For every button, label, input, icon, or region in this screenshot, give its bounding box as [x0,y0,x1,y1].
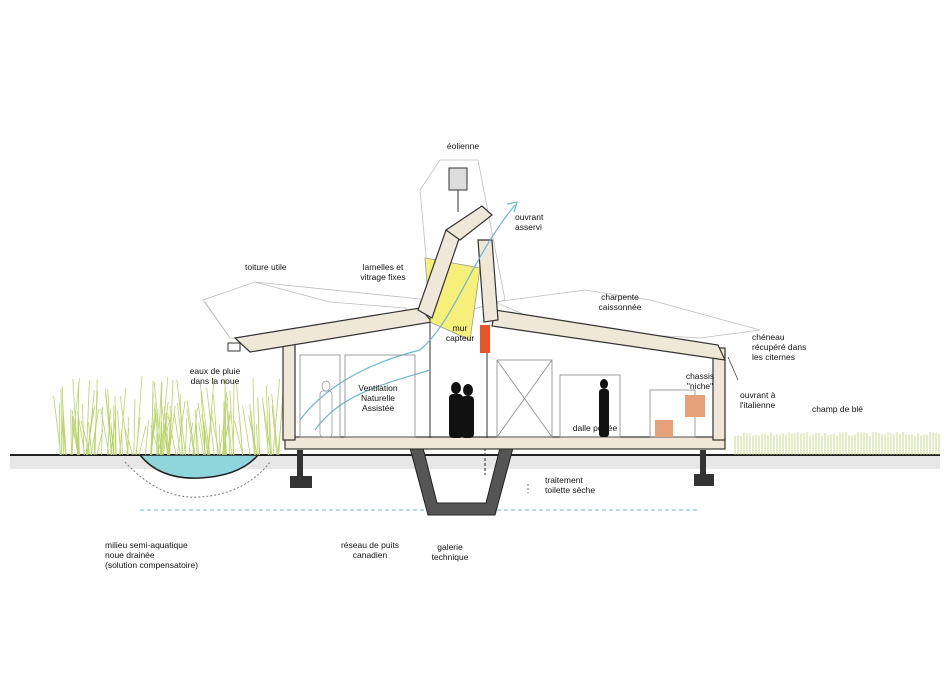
reed-stroke [122,430,123,455]
person-b-head [463,384,473,396]
reed-stroke [71,410,72,455]
reed-stroke [256,424,258,455]
reed-stroke [177,380,186,455]
leader-cheneau [728,357,738,380]
wall-right [713,348,725,440]
label-charpente: charpente caissonnée [580,292,660,312]
label-milieu: milieu semi-aquatique noue drainée (solu… [105,540,225,570]
person-b-body [461,396,474,438]
label-eolienne: éolienne [433,141,493,151]
reed-stroke [185,418,187,455]
reed-stroke [139,426,146,455]
label-mur-capteur: mur capteur [440,323,480,343]
turbine-body [449,168,467,190]
label-chassis: chassis "niche" [675,371,725,391]
label-eaux-pluie: eaux de pluie dans la noue [175,366,255,386]
reed-stroke [187,400,195,455]
brick-1 [685,395,705,417]
label-ouvrant-asservi: ouvrant asservi [515,212,575,232]
label-traitement: traitement toilette sèche [545,475,625,495]
label-lamelles: lamelles et vitrage fixes [348,262,418,282]
reed-stroke [134,399,135,455]
tower-shaft [478,240,498,322]
label-reseau: réseau de puits canadien [330,540,410,560]
reed-stroke [272,405,277,455]
person-a-body [449,394,463,438]
reed-stroke [243,406,250,455]
mur-capteur-block [480,325,490,353]
wall-left [283,340,295,440]
wind-turbine [449,168,467,212]
brick-2 [655,420,673,437]
floor-slab [285,437,725,449]
reed-stroke [146,420,149,455]
reed-stroke [219,424,220,455]
label-ouvrant-italienne: ouvrant à l'italienne [740,390,800,410]
label-ventilation: Ventilation Naturelle Assistée [343,383,413,413]
ghost-line-2 [205,302,230,338]
ghost-person-head [322,381,330,391]
label-champ-ble: champ de blé [812,404,892,414]
pier-right [700,450,706,474]
person-c-head [600,379,608,389]
reed-stroke [61,388,62,455]
footing-left [290,476,312,488]
noue-basin [140,455,258,478]
label-galerie: galerie technique [415,542,485,562]
wheat-field [735,432,939,455]
label-cheneau: chéneau récupéré dans les citernes [752,332,832,362]
gutter [228,343,240,351]
brick-niche [655,395,705,437]
ground [10,455,940,510]
roof-right [492,310,725,360]
person-a-head [451,382,461,394]
label-toiture-utile: toiture utile [245,262,315,272]
airflow-arrowhead [507,202,517,212]
footing-right [694,474,714,486]
tower-right-wall [446,206,492,240]
ghost-line-1 [255,282,430,300]
reed-stroke [187,409,194,455]
label-dalle-portee: dalle portée [560,423,630,433]
reed-stroke [95,379,97,455]
roof-left [235,308,432,352]
reed-stroke [249,415,258,455]
reed-stroke [118,411,121,455]
reed-stroke [272,394,278,455]
reed-stroke [136,376,142,455]
pier-left [297,450,303,478]
reed-stroke [214,395,218,455]
reed-vegetation [54,376,284,455]
